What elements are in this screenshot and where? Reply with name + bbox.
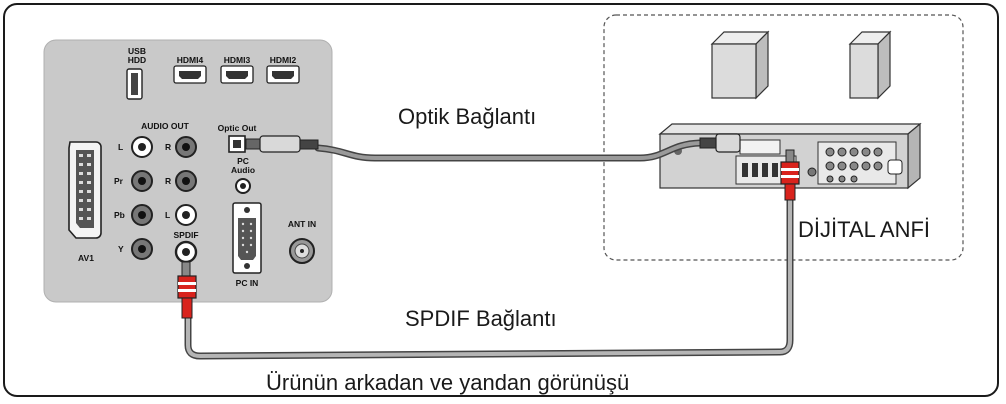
- rca-plug-red-amp: [780, 149, 800, 201]
- hdmi2-port: [266, 65, 300, 84]
- ant-in-label: ANT IN: [287, 219, 317, 229]
- jack-r2-label: R: [165, 176, 172, 186]
- vga-pc-in-port: [232, 202, 262, 274]
- rca-jack-l-white: [131, 136, 153, 158]
- hdmi2-label: HDMI2: [269, 55, 297, 65]
- rca-jack-r2: [175, 170, 197, 192]
- rca-jack-l2: [175, 204, 197, 226]
- av1-label: AV1: [78, 253, 94, 263]
- hdmi4-port: [173, 65, 207, 84]
- usb-port: [126, 68, 143, 100]
- rca-jack-pb: [131, 204, 153, 226]
- jack-l-label: L: [118, 142, 124, 152]
- hdmi4-label: HDMI4: [176, 55, 204, 65]
- rca-jack-spdif: [174, 240, 198, 264]
- rca-plug-red-tv: [177, 261, 197, 319]
- jack-y-label: Y: [118, 244, 124, 254]
- optic-out-port: [228, 135, 246, 153]
- spdif-connection-label: SPDIF Bağlantı: [405, 306, 557, 331]
- amplifier-dashed-box: [603, 14, 964, 261]
- scart-av1-port: [68, 141, 102, 239]
- optic-out-label: Optic Out: [217, 123, 257, 133]
- rca-jack-r-audio: [175, 136, 197, 158]
- jack-pb-label: Pb: [114, 210, 125, 220]
- pc-audio-jack: [235, 178, 251, 194]
- optical-connection-label: Optik Bağlantı: [398, 104, 537, 129]
- jack-r-label: R: [165, 142, 172, 152]
- optical-plug-amp: [699, 133, 741, 153]
- audio-out-label: AUDIO OUT: [141, 121, 189, 131]
- digital-amp-label: DİJİTAL ANFİ: [798, 217, 931, 242]
- usb-hdd-label: USB HDD: [127, 46, 147, 65]
- speaker-right: [848, 30, 892, 100]
- caption: Ürünün arkadan ve yandan görünüşü: [266, 370, 630, 395]
- hdmi3-label: HDMI3: [223, 55, 251, 65]
- jack-l2-label: L: [165, 210, 171, 220]
- optical-cable: [314, 139, 704, 162]
- spdif-label: SPDIF: [173, 230, 199, 240]
- hdmi3-port: [220, 65, 254, 84]
- antenna-in-port: [289, 238, 315, 264]
- speaker-left: [710, 30, 770, 100]
- diagram-frame: [3, 3, 999, 397]
- pc-in-label: PC IN: [235, 278, 259, 288]
- pc-audio-label: PC Audio: [230, 156, 256, 175]
- jack-pr-label: Pr: [114, 176, 123, 186]
- optical-plug-tv: [245, 135, 319, 153]
- rca-jack-pr: [131, 170, 153, 192]
- rca-jack-y: [131, 238, 153, 260]
